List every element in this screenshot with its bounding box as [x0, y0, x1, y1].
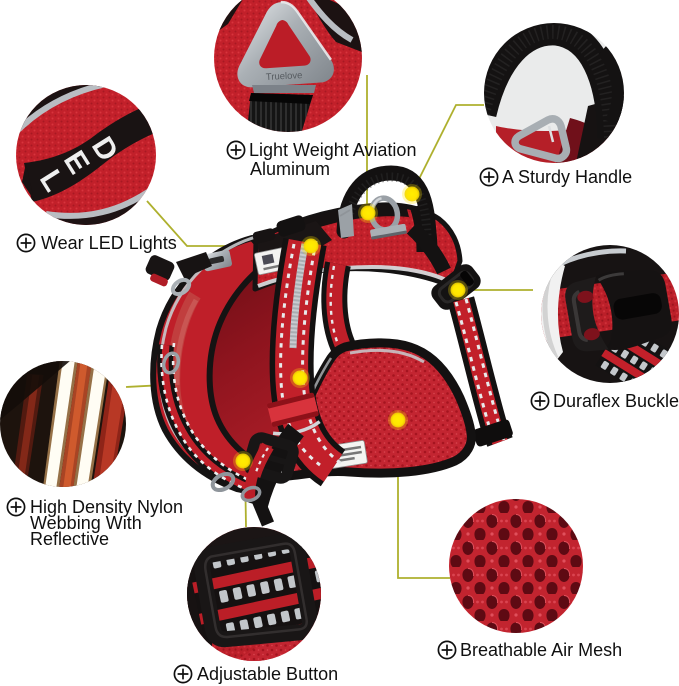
svg-text:Aluminum: Aluminum	[250, 159, 330, 179]
svg-text:High Density Nylon: High Density Nylon	[30, 497, 183, 517]
svg-text:Adjustable Button: Adjustable Button	[197, 664, 338, 684]
svg-text:A Sturdy Handle: A Sturdy Handle	[502, 167, 632, 187]
svg-text:Wear LED Lights: Wear LED Lights	[41, 233, 177, 253]
svg-text:Duraflex Buckle: Duraflex Buckle	[553, 391, 679, 411]
svg-text:Breathable Air Mesh: Breathable Air Mesh	[460, 640, 622, 660]
svg-text:Reflective: Reflective	[30, 529, 109, 549]
svg-text:Light Weight Aviation: Light Weight Aviation	[249, 140, 416, 160]
svg-text:Webbing With: Webbing With	[30, 513, 142, 533]
svg-text:Truelove: Truelove	[266, 70, 303, 83]
